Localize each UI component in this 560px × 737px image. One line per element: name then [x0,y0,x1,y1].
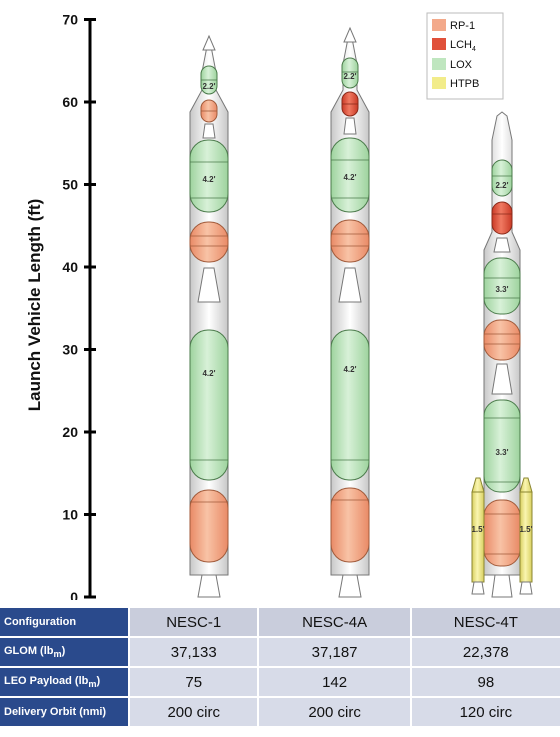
lox-tank-lower [483,399,521,493]
upper-engine [343,117,357,135]
table-cell: 142 [257,668,410,696]
diameter-label-upper: 2.2' [495,181,508,190]
row-header: Delivery Orbit (nmi) [0,698,128,726]
y-tick-0: 0 [70,589,78,600]
legend-item-htpb: HTPB [432,77,479,90]
y-tick-20: 20 [62,424,78,440]
diameter-label-lower: 4.2' [202,369,215,378]
vehicle-nesc-4a: 2.2' 4.2' 4.2' [330,26,370,598]
nose-cone [343,26,357,43]
y-tick-70: 70 [62,12,78,28]
lox-tank-upper [491,159,513,197]
table-cell: 200 circ [257,698,410,726]
legend: RP-1 LCH4 LOX HTPB [426,12,504,100]
legend-item-rp1: RP-1 [432,19,475,32]
lox-tank-mid [483,257,521,315]
launch-vehicle-diagram: 0 10 20 30 40 50 60 70 Launch Vehicle Le… [25,12,533,600]
diameter-label-booster: 1.5' [519,525,532,534]
diameter-label-mid: 4.2' [343,173,356,182]
mid-engine [197,267,221,303]
y-tick-50: 50 [62,177,78,193]
legend-label: LCH4 [450,39,476,53]
table-row: Delivery Orbit (nmi) 200 circ 200 circ 1… [0,698,560,726]
legend-swatch [432,58,446,70]
diameter-label-booster: 1.5' [471,525,484,534]
upper-engine [493,237,511,253]
mid-engine [338,267,362,303]
legend-label: HTPB [450,78,479,90]
table-row: GLOM (lbm) 37,133 37,187 22,378 [0,638,560,666]
lox-tank-lower [189,329,229,481]
table-cell: 200 circ [128,698,258,726]
table-row: Configuration NESC-1 NESC-4A NESC-4T [0,608,560,636]
diameter-label-lower: 3.3' [495,448,508,457]
row-header: LEO Payload (lbm) [0,668,128,696]
table-cell: 98 [409,668,560,696]
y-axis-ticks [84,18,96,599]
y-tick-10: 10 [62,507,78,523]
htpb-booster-left: 1.5' [471,477,485,595]
legend-label: LOX [450,59,473,71]
vehicle-nesc-1: 2.2' 4.2' 4.2' [189,34,229,598]
lox-tank-lower [330,329,370,481]
y-axis-label: Launch Vehicle Length (ft) [25,199,44,412]
rp1-tank-lower [189,489,229,563]
lox-tank-upper [341,57,359,89]
table-cell: 120 circ [409,698,560,726]
rp1-tank-mid [330,219,370,263]
table-cell: NESC-4T [409,608,560,636]
legend-label: RP-1 [450,20,475,32]
vehicle-spec-table: Configuration NESC-1 NESC-4A NESC-4T GLO… [0,606,560,728]
y-tick-30: 30 [62,342,78,358]
mid-engine [491,363,513,395]
y-axis: 0 10 20 30 40 50 60 70 Launch Vehicle Le… [25,12,96,600]
htpb-booster-right: 1.5' [519,477,533,595]
y-tick-40: 40 [62,259,78,275]
table-cell: NESC-1 [128,608,258,636]
table-cell: 37,133 [128,638,258,666]
row-header: GLOM (lbm) [0,638,128,666]
booster-engine [197,574,221,598]
lch4-tank-upper [491,201,513,235]
vehicle-nesc-4t: 2.2' 3.3' 3.3' 1.5' 1.5' [471,111,533,598]
row-header: Configuration [0,608,128,636]
diameter-label-mid: 3.3' [495,285,508,294]
legend-swatch [432,77,446,89]
table-cell: 37,187 [257,638,410,666]
diameter-label-lower: 4.2' [343,365,356,374]
legend-item-lox: LOX [432,58,473,71]
table-cell: 75 [128,668,258,696]
y-tick-60: 60 [62,94,78,110]
rp1-tank-lower [483,499,521,567]
diameter-label-upper: 2.2' [202,82,215,91]
lox-tank-mid [330,137,370,213]
legend-swatch [432,19,446,31]
upper-engine [202,123,216,139]
booster-engine [338,574,362,598]
rp1-tank-lower [330,487,370,563]
nose-cone [202,34,216,51]
table-row: LEO Payload (lbm) 75 142 98 [0,668,560,696]
rp1-tank-mid [483,319,521,361]
table-cell: 22,378 [409,638,560,666]
booster-engine [491,574,513,598]
table-cell: NESC-4A [257,608,410,636]
legend-swatch [432,38,446,50]
rp1-tank-mid [189,221,229,263]
lox-tank-mid [189,139,229,213]
legend-item-lch4: LCH4 [432,38,476,53]
diameter-label-upper: 2.2' [343,72,356,81]
diameter-label-mid: 4.2' [202,175,215,184]
